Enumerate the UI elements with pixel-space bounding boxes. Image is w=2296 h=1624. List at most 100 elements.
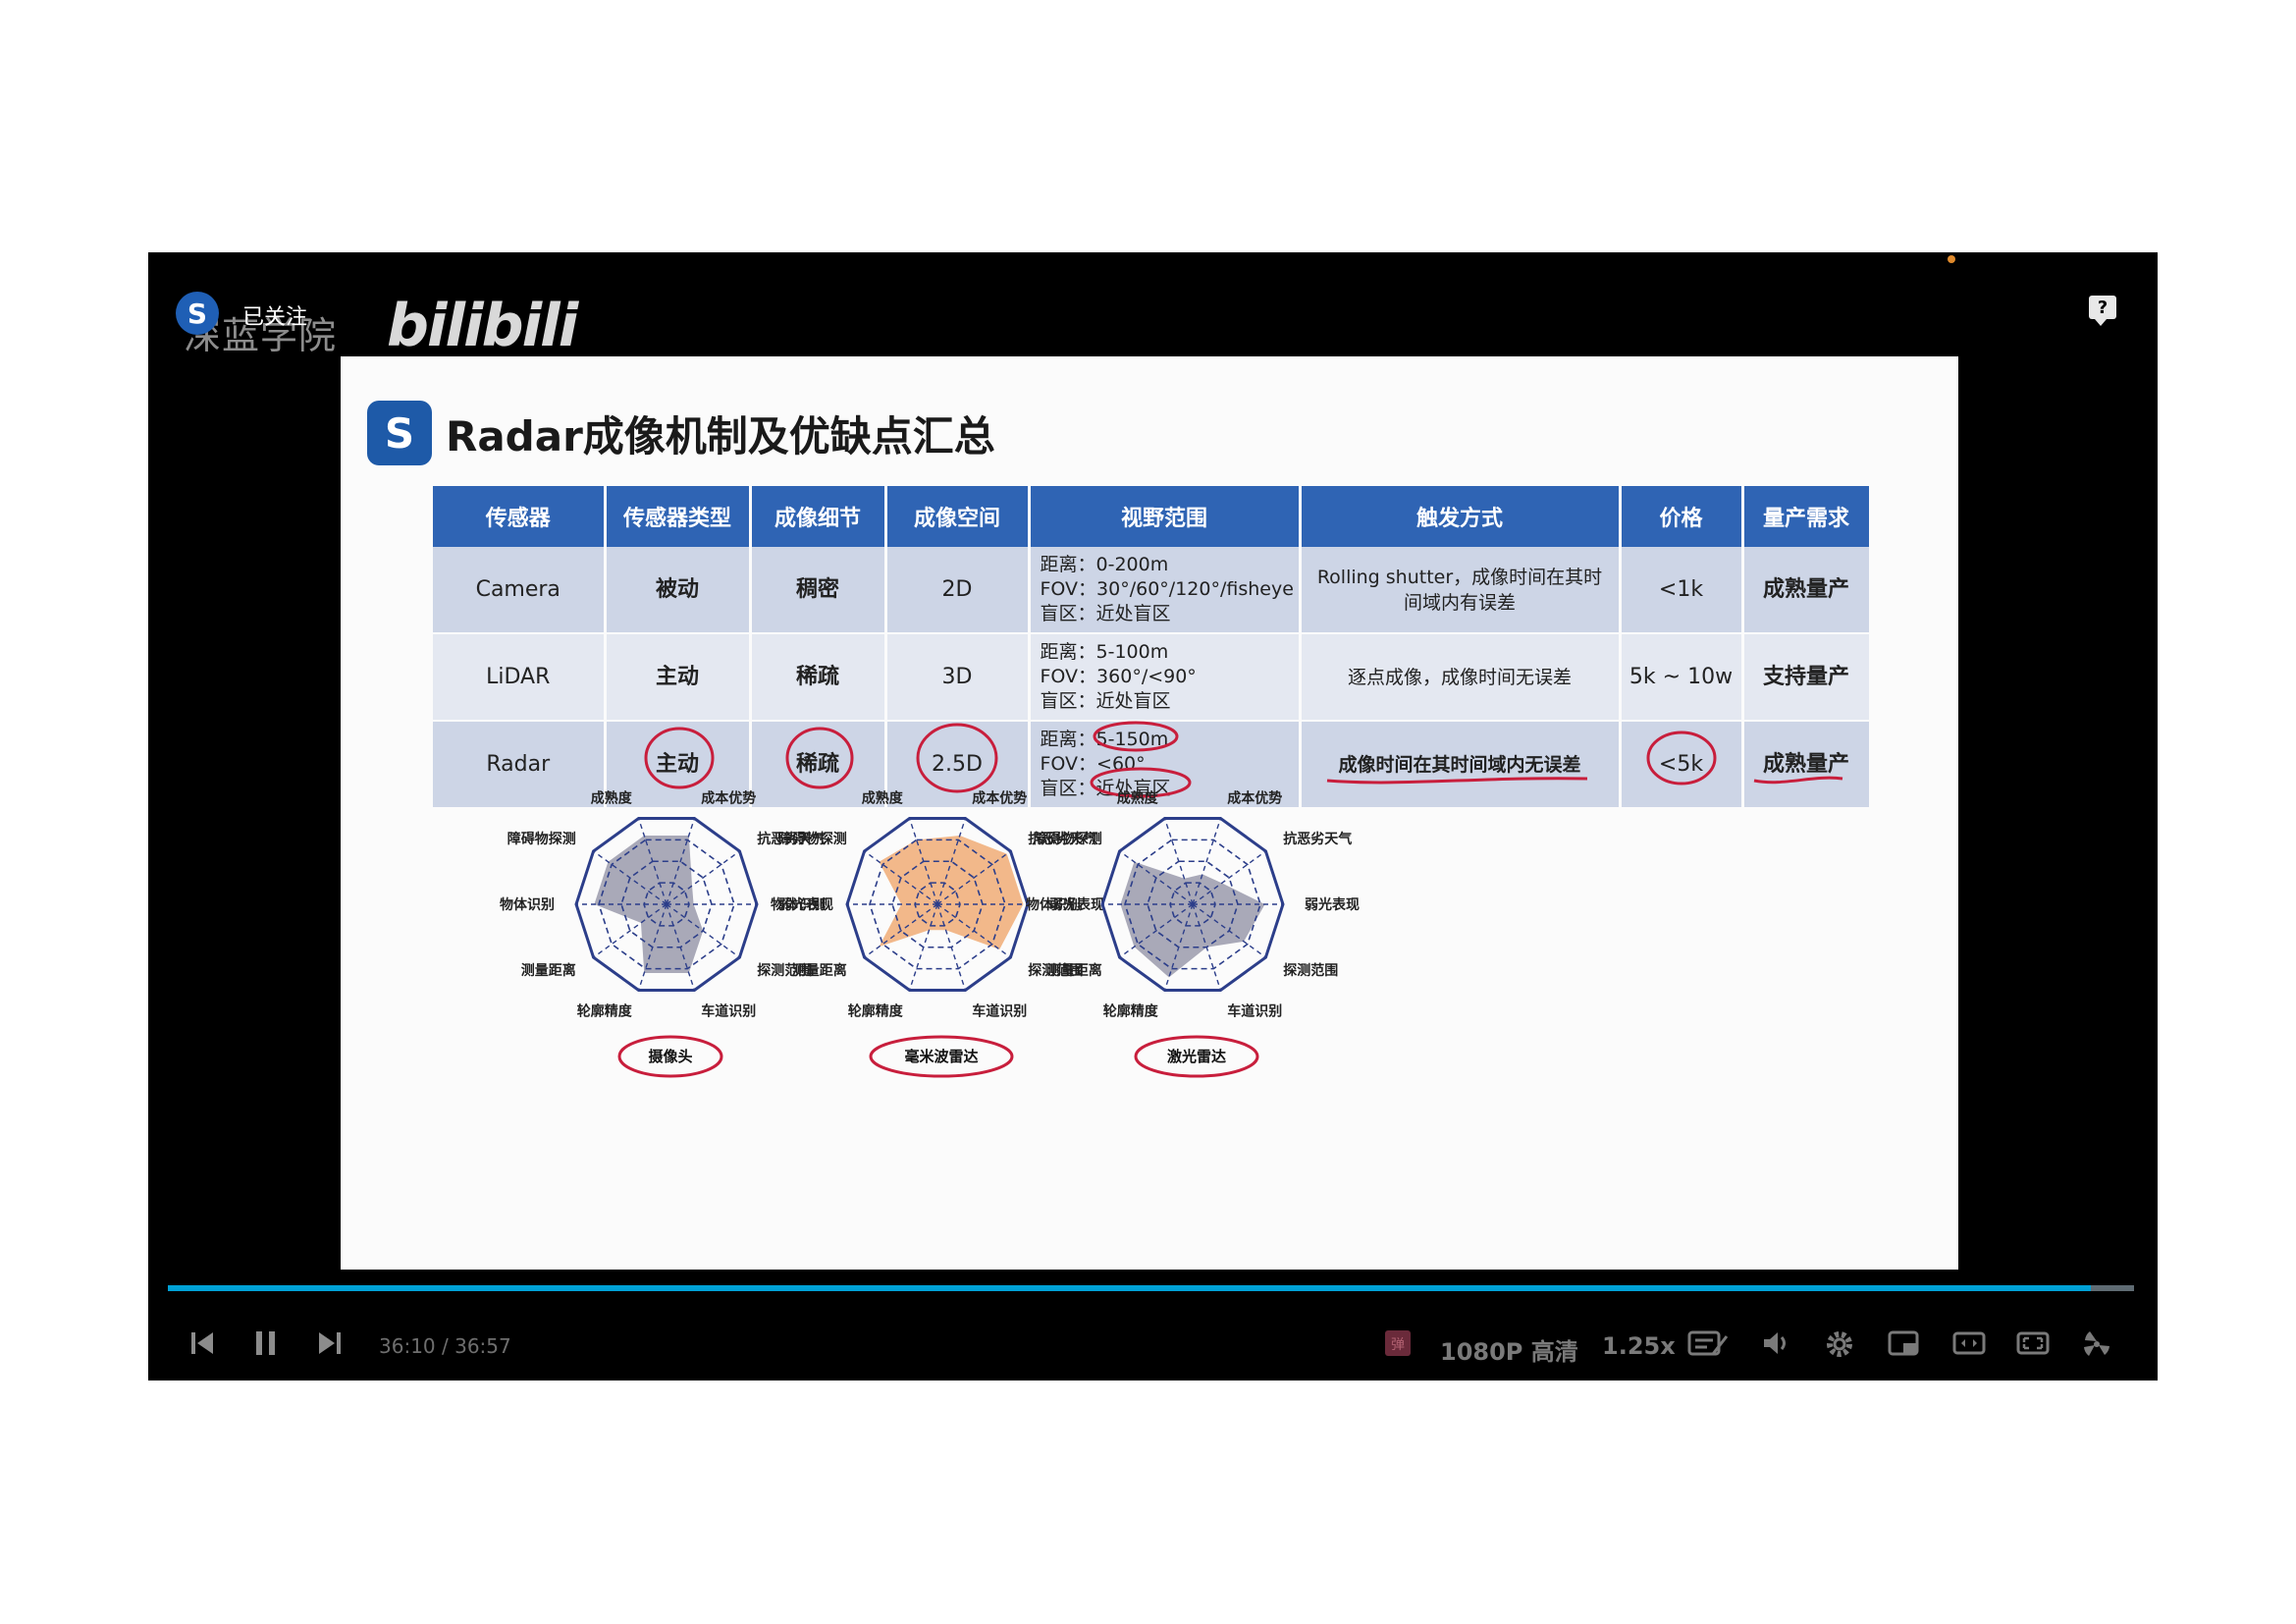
slide-title: Radar成像机制及优缺点汇总	[446, 412, 995, 460]
quality-selector[interactable]: 1080P 高清	[1440, 1338, 1578, 1366]
web-fullscreen-icon[interactable]	[2016, 1328, 2050, 1358]
header-cell: 成像空间	[885, 486, 1031, 547]
radar-grid-ring	[891, 860, 984, 948]
progress-marker-dot	[1948, 255, 1955, 263]
radar-outer-ring	[574, 817, 759, 992]
radar-chart-name: 毫米波雷达	[904, 1048, 978, 1065]
production-cell: 成熟量产	[1742, 547, 1872, 634]
radar-axis-label: 轮廓精度	[848, 1002, 904, 1019]
settings-gear-icon[interactable]	[1824, 1328, 1855, 1360]
radar-axis-label: 抗恶劣天气	[757, 831, 826, 847]
radar-grid-ring	[643, 882, 690, 927]
radar-spoke	[593, 850, 667, 905]
svg-text:弹: 弹	[1391, 1337, 1405, 1353]
radar-axis-label: 测量距离	[1047, 962, 1102, 979]
radar-axis-label: 探测范围	[1283, 962, 1338, 979]
sensor-cell: LiDAR	[433, 633, 607, 722]
radar-spoke	[1192, 818, 1222, 905]
header-cell: 量产需求	[1742, 486, 1872, 547]
progress-bar[interactable]	[168, 1285, 2134, 1291]
radar-spoke	[908, 818, 938, 905]
radar-spoke	[593, 903, 667, 958]
sensor-cell: Radar	[433, 721, 607, 809]
radar-spoke	[1163, 903, 1194, 991]
radar-spoke	[908, 903, 938, 991]
sensor-comparison-table: 传感器 传感器类型 成像细节 成像空间 视野范围 触发方式 价格 量产需求 Ca…	[433, 486, 1872, 809]
radar-spoke	[637, 903, 667, 991]
space-cell: 3D	[885, 633, 1031, 722]
previous-icon[interactable]	[189, 1328, 215, 1358]
pause-icon[interactable]	[253, 1328, 279, 1358]
radar-axis-label: 车道识别	[701, 1002, 756, 1019]
table-row: LiDAR 主动 稀疏 3D 距离：5-100m FOV：360°/<90° 盲…	[433, 633, 1872, 722]
fov-line: FOV：30°/60°/120°/fisheye	[1040, 578, 1294, 600]
radar-series-area	[594, 836, 704, 973]
radar-spoke	[1192, 903, 1266, 958]
control-bar: 36:10 / 36:57 弹 1080P 高清 1.25x	[148, 1323, 2158, 1372]
radar-spoke	[666, 903, 740, 958]
radar-axis-label: 轮廓精度	[577, 1002, 633, 1019]
next-icon[interactable]	[317, 1328, 343, 1358]
radar-axis-label: 车道识别	[972, 1002, 1027, 1019]
radar-spoke	[1163, 818, 1194, 905]
fov-cell: 距离：5-100m FOV：360°/<90° 盲区：近处盲区	[1029, 633, 1302, 722]
radar-axis-label: 物体识别	[500, 896, 555, 913]
danmaku-toggle-icon[interactable]	[1687, 1328, 1731, 1358]
radar-grid-ring	[1169, 882, 1216, 927]
widescreen-icon[interactable]	[1952, 1328, 1986, 1358]
fullscreen-icon[interactable]	[2080, 1328, 2113, 1360]
price-cell: <1k	[1620, 547, 1744, 634]
header-cell: 触发方式	[1300, 486, 1622, 547]
feedback-icon[interactable]: ?	[2089, 296, 2116, 326]
current-time: 36:10	[379, 1334, 436, 1358]
time-separator: /	[442, 1334, 449, 1358]
header-cell: 视野范围	[1029, 486, 1302, 547]
radar-chart-name: 摄像头	[648, 1048, 692, 1065]
total-time: 36:57	[454, 1334, 511, 1358]
radar-spoke	[936, 903, 1011, 958]
radar-series-area	[1120, 861, 1265, 978]
space-cell: 2.5D	[885, 721, 1031, 809]
radar-spoke	[1119, 850, 1194, 905]
radar-spoke	[1119, 903, 1194, 958]
detail-cell: 稀疏	[750, 633, 887, 722]
radar-grid-ring	[598, 839, 735, 970]
slide-logo: S	[367, 401, 432, 465]
radar-axis-label: 探测范围	[1028, 962, 1083, 979]
fov-line: 距离：0-200m	[1040, 554, 1169, 575]
radar-spoke	[1192, 850, 1266, 905]
follow-status[interactable]: 已关注	[242, 305, 308, 330]
detail-cell: 稠密	[750, 547, 887, 634]
trigger-cell: 逐点成像，成像时间无误差	[1300, 633, 1622, 722]
radar-axis-label: 弱光表现	[778, 896, 833, 913]
header-cell: 成像细节	[750, 486, 887, 547]
channel-avatar[interactable]: S	[176, 292, 219, 335]
radar-axis-label: 障碍物探测	[507, 831, 576, 847]
progress-fill	[168, 1285, 2091, 1291]
trigger-line: 逐点成像，成像时间无误差	[1347, 666, 1572, 688]
type-cell: 主动	[605, 721, 752, 809]
header-cell: 传感器	[433, 486, 607, 547]
radar-axis-label: 测量距离	[521, 962, 576, 979]
danmaku-settings-icon[interactable]: 弹	[1383, 1328, 1413, 1358]
radar-spoke	[936, 818, 967, 905]
radar-grid-ring	[1147, 860, 1239, 948]
ink-circle-chart-name	[1134, 1035, 1259, 1078]
radar-axis-label: 抗恶劣天气	[1283, 831, 1352, 847]
fov-line: 盲区：近处盲区	[1040, 603, 1171, 624]
video-player[interactable]: 深蓝学院 S 已关注 bilibili ? S Radar成像机制及优缺点汇总 …	[148, 252, 2158, 1380]
type-cell: 主动	[605, 633, 752, 722]
fov-line: 距离：5-150m	[1040, 729, 1169, 750]
trigger-line: Rolling shutter，成像时间在其时	[1316, 566, 1603, 588]
production-cell: 成熟量产	[1742, 721, 1872, 809]
fov-cell: 距离：0-200m FOV：30°/60°/120°/fisheye 盲区：近处…	[1029, 547, 1302, 634]
playback-speed[interactable]: 1.25x	[1602, 1332, 1676, 1360]
volume-icon[interactable]	[1761, 1328, 1792, 1358]
picture-in-picture-icon[interactable]	[1888, 1328, 1921, 1358]
radar-outer-ring	[845, 817, 1030, 992]
fov-line: 距离：5-100m	[1040, 641, 1169, 663]
radar-axis-label: 探测范围	[757, 962, 812, 979]
radar-chart: 成熟度成本优势抗恶劣天气弱光表现探测范围车道识别轮廓精度测量距离物体识别障碍物探…	[500, 790, 833, 1078]
radar-axis-label: 轮廓精度	[1103, 1002, 1159, 1019]
radar-axis-label: 弱光表现	[1305, 896, 1360, 913]
